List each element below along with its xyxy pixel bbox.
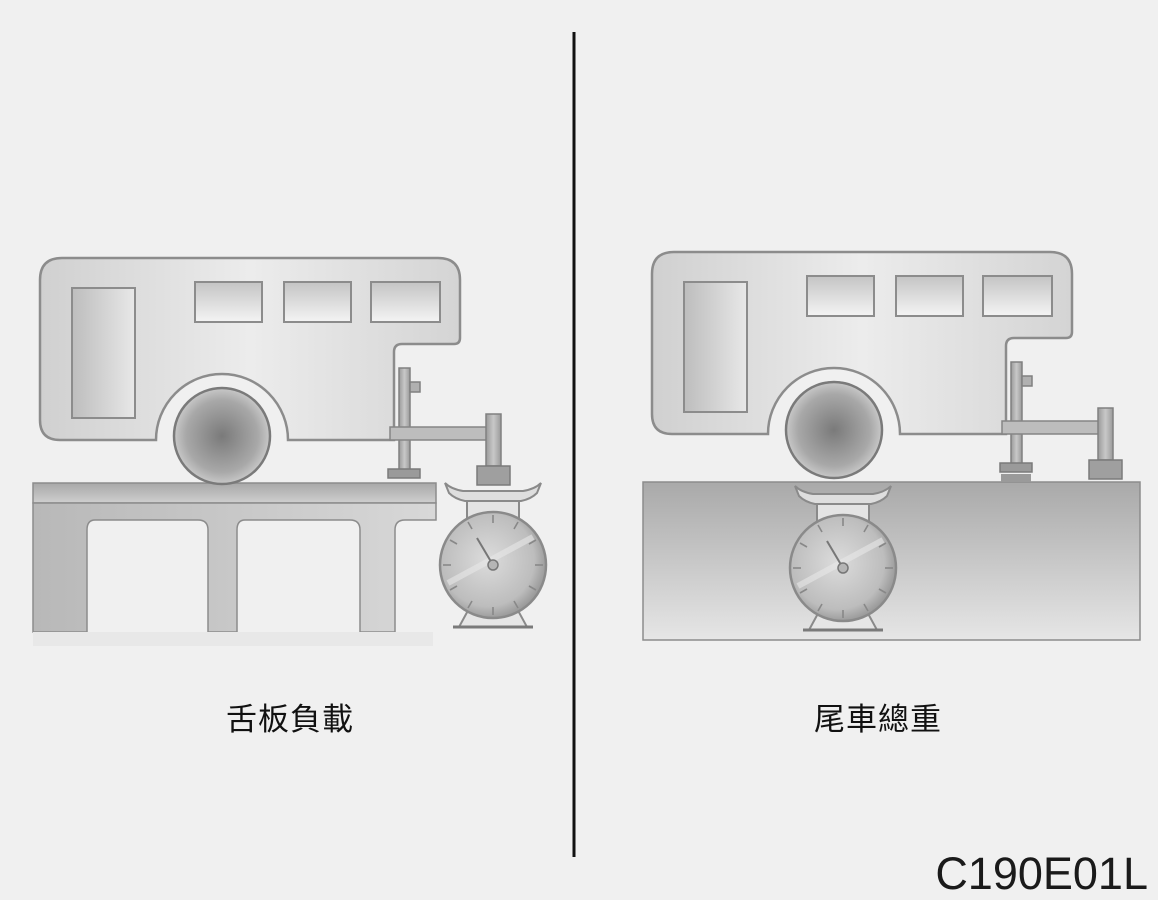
trailer xyxy=(38,256,512,487)
tongue-weight-illustration xyxy=(32,256,546,646)
trailer xyxy=(650,250,1124,481)
caption-gross-trailer-weight: 尾車總重 xyxy=(814,702,942,738)
jack-foot xyxy=(1001,474,1031,482)
caption-tongue-weight: 舌板負載 xyxy=(226,702,354,738)
platform xyxy=(32,482,437,646)
gross-weight-illustration xyxy=(642,250,1141,641)
figure-code: C190E01L xyxy=(935,848,1148,899)
scale-gauge xyxy=(440,483,546,627)
